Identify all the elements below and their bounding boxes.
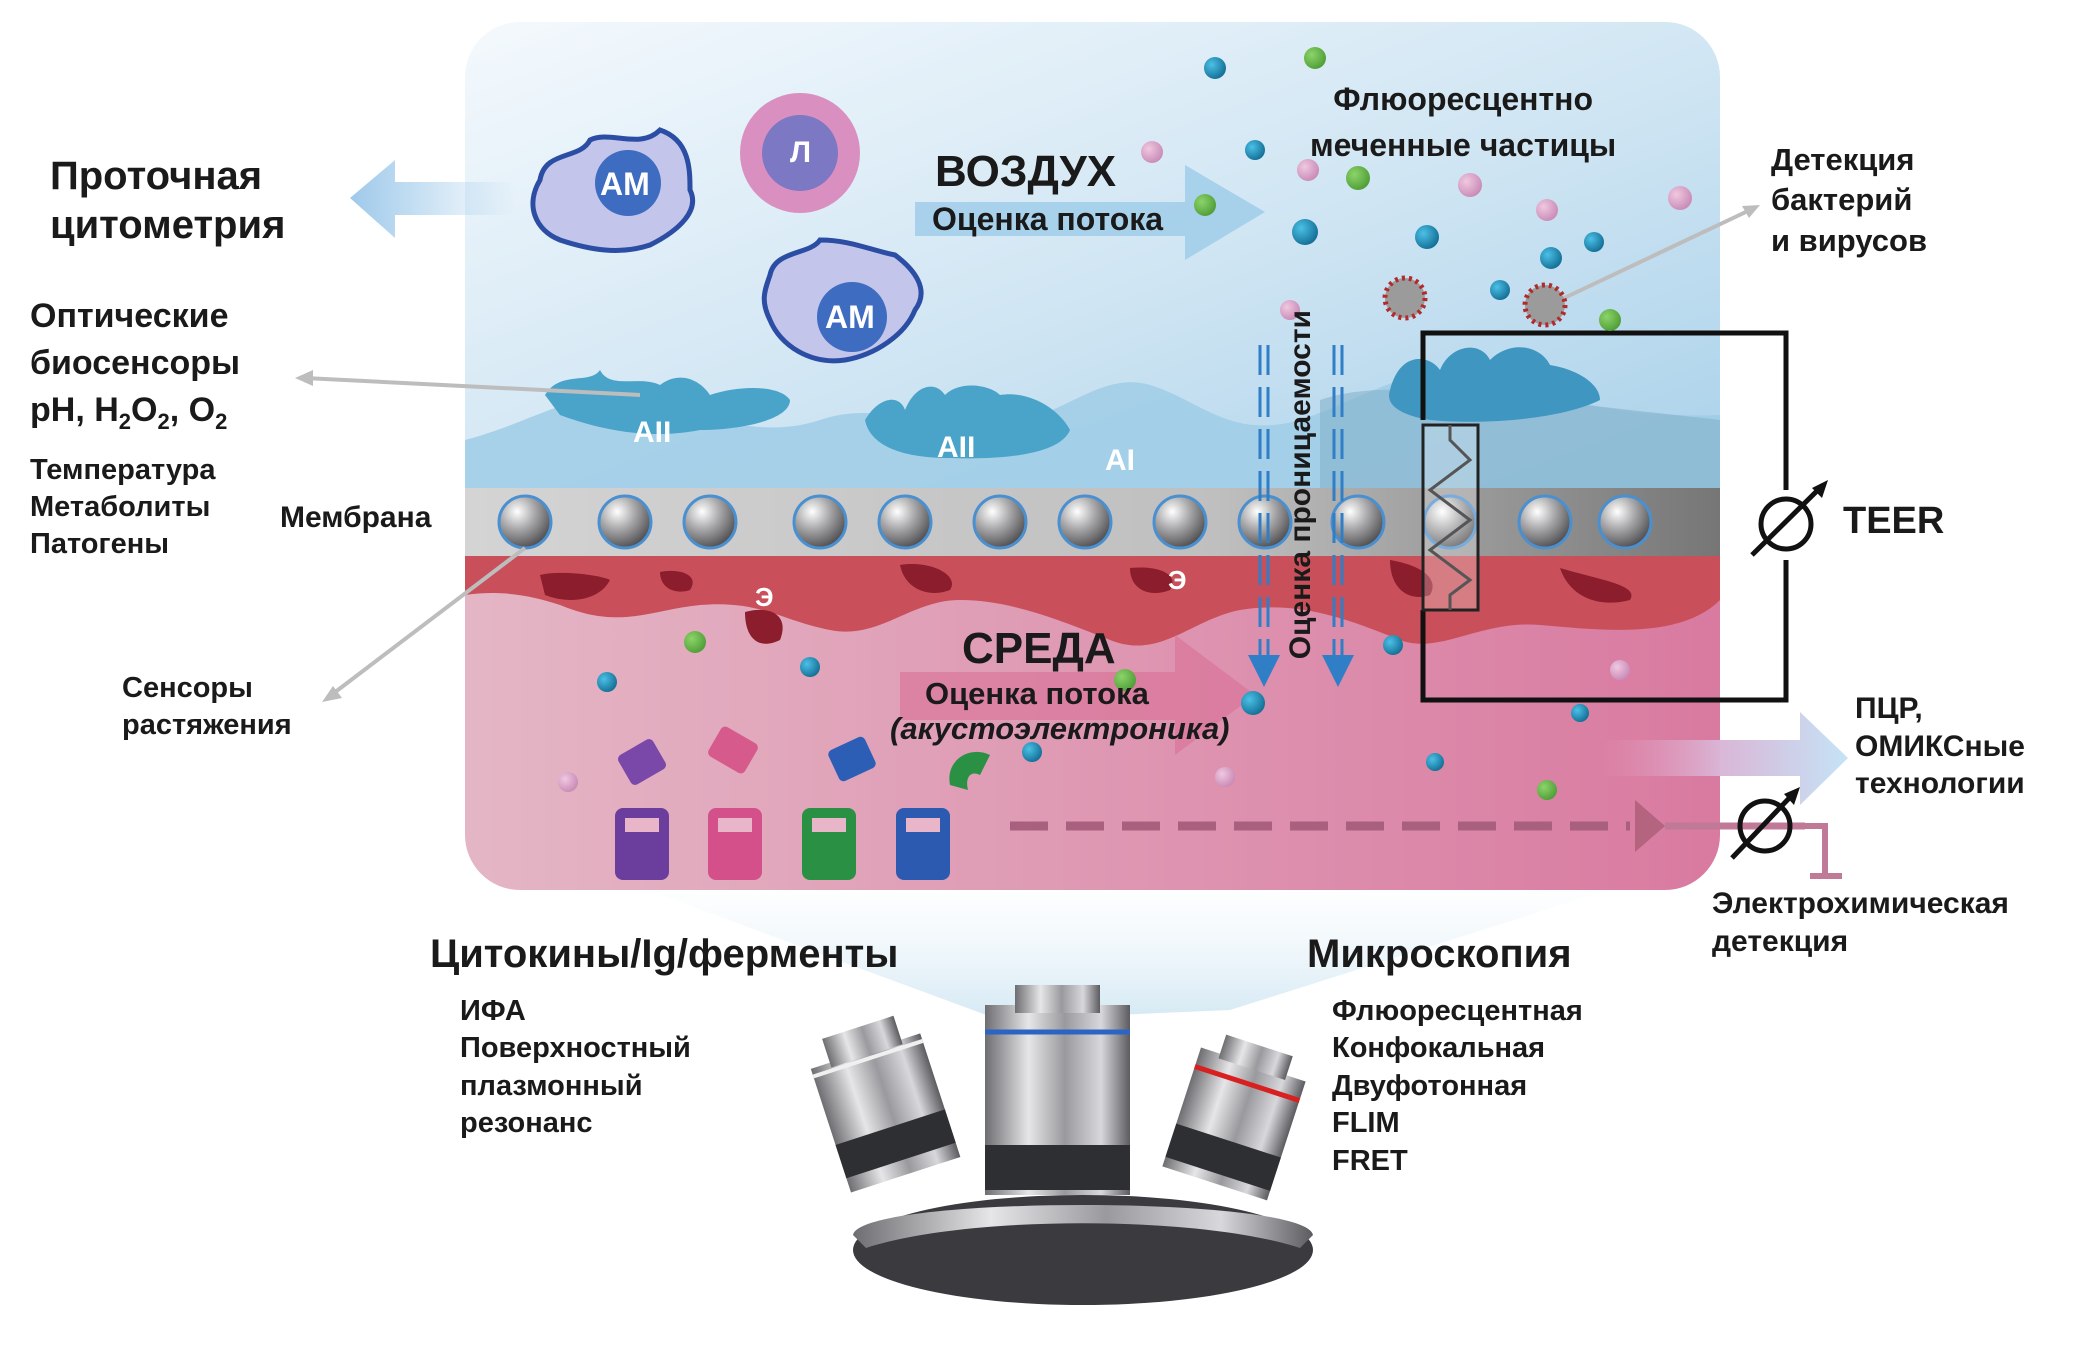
medium-flow-sublabel: (акустоэлектроника): [890, 711, 1230, 746]
detection-label: Детекция бактерий и вирусов: [1771, 142, 1928, 258]
teer-resistor: [1421, 423, 1480, 612]
permeability-arrows: [1258, 345, 1344, 655]
cytokines-title: Цитокины/Ig/ферменты: [430, 932, 899, 976]
lymphocyte-label: Л: [790, 136, 812, 169]
other-params-label: Температура Метаболиты Патогены: [30, 454, 216, 560]
omics-label: ПЦР, ОМИКСные технологии: [1855, 692, 2025, 800]
teer-label: TEER: [1843, 500, 1945, 542]
flow-cytometry-label: Проточная цитометрия: [50, 154, 286, 247]
type2-cell-2: [865, 385, 1070, 459]
fluorescent-particles: [1141, 47, 1692, 331]
macrophage-label-2: АМ: [825, 299, 875, 335]
omics-arrow: [1600, 712, 1848, 805]
optical-params: pH, H2O2, O2: [30, 390, 228, 434]
microscope-objectives: [810, 985, 1313, 1305]
annotation-arrows: [304, 208, 1751, 698]
air-zone-label: ВОЗДУХ: [935, 147, 1117, 196]
particles-label: Флюоресцентно меченные частицы: [1310, 81, 1617, 164]
permeability-label: Оценка проницаемости: [1284, 310, 1317, 660]
membrane-label: Мембрана: [280, 501, 432, 534]
endothelial-label-2: Э: [1168, 565, 1187, 595]
medium-particles: [558, 631, 1630, 800]
medium-zone-label: СРЕДА: [962, 624, 1116, 673]
microscopy-methods: Флюоресцентная Конфокальная Двуфотонная …: [1332, 995, 1583, 1177]
type2-label-2: AII: [937, 431, 976, 464]
macrophage-label-1: АМ: [600, 166, 650, 202]
type1-label: AI: [1105, 444, 1135, 477]
flow-cytometry-arrow: [350, 160, 515, 238]
microscopy-title: Микроскопия: [1307, 932, 1572, 976]
light-beam: [620, 880, 1640, 1020]
cytokines-methods: ИФА Поверхностный плазмонный резонанс: [460, 995, 691, 1140]
virus-icons: [1382, 275, 1568, 328]
air-flow-label: Оценка потока: [932, 201, 1164, 237]
endothelial-label-1: Э: [755, 582, 774, 612]
teer-meter-icon: [1750, 483, 1825, 557]
medium-flow-label: Оценка потока: [925, 676, 1149, 711]
optical-biosensors-label: Оптические биосенсоры pH, H2O2, O2: [30, 293, 240, 437]
electrochem-meter-icon: [1730, 790, 1797, 860]
electrochem-label: Электрохимическая детекция: [1712, 887, 2009, 959]
teer-circuit: [1420, 330, 1789, 703]
type2-cell-1: [545, 370, 790, 435]
air-flow-arrow: [915, 165, 1265, 260]
receptor-icons: [615, 726, 990, 880]
type2-label-1: AII: [633, 416, 672, 449]
stretch-sensors-label: Сенсоры растяжения: [122, 672, 292, 741]
type2-cell-3: [1389, 347, 1600, 422]
epithelial-cells-row: [497, 494, 1653, 550]
medium-flow-arrow: [900, 635, 1255, 755]
